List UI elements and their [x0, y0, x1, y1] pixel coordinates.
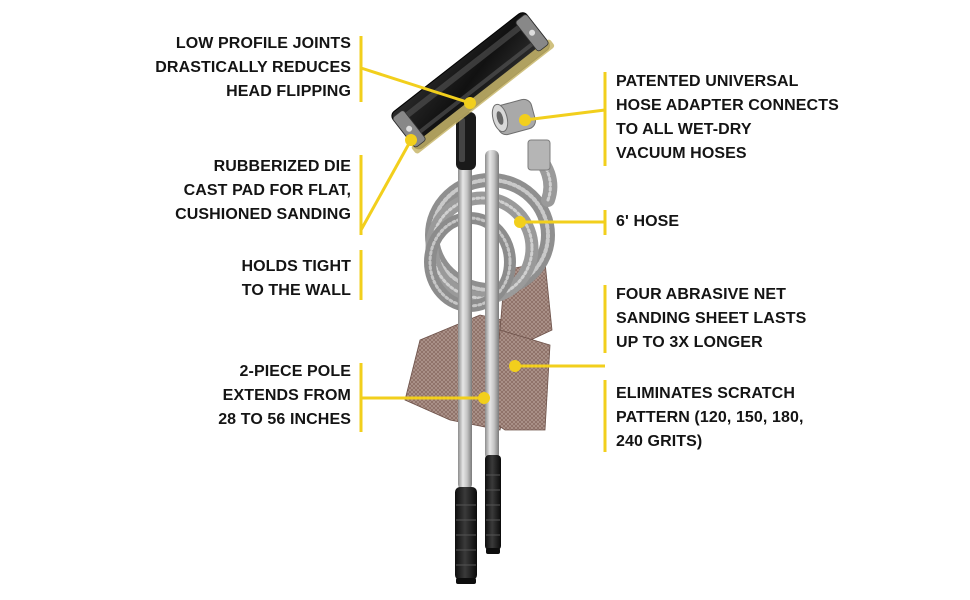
- callout-line: CAST PAD FOR FLAT,: [183, 182, 351, 199]
- callout-rubberized-pad: RUBBERIZED DIE CAST PAD FOR FLAT, CUSHIO…: [175, 155, 351, 227]
- callout-abrasive-sheet: FOUR ABRASIVE NET SANDING SHEET LASTS UP…: [616, 283, 806, 355]
- callout-low-profile-joints: LOW PROFILE JOINTS DRASTICALLY REDUCES H…: [155, 32, 351, 104]
- callout-line: HEAD FLIPPING: [226, 83, 351, 100]
- callout-line: HOSE ADAPTER CONNECTS: [616, 97, 839, 114]
- callout-two-piece-pole: 2-PIECE POLE EXTENDS FROM 28 TO 56 INCHE…: [218, 360, 351, 432]
- callout-scratch-pattern: ELIMINATES SCRATCH PATTERN (120, 150, 18…: [616, 382, 804, 454]
- pole-right: [485, 150, 501, 554]
- callout-line: PATENTED UNIVERSAL: [616, 73, 799, 90]
- callout-line: CUSHIONED SANDING: [175, 206, 351, 223]
- callout-line: HOLDS TIGHT: [241, 258, 351, 275]
- callout-line: RUBBERIZED DIE: [213, 158, 351, 175]
- callout-line: VACUUM HOSES: [616, 145, 747, 162]
- head-joint: [456, 112, 476, 170]
- callout-line: EXTENDS FROM: [222, 387, 351, 404]
- callout-line: ELIMINATES SCRATCH: [616, 385, 795, 402]
- callout-line: UP TO 3X LONGER: [616, 334, 763, 351]
- callout-holds-tight: HOLDS TIGHT TO THE WALL: [241, 255, 351, 303]
- hose-adapter: [491, 98, 536, 136]
- callout-line: 28 TO 56 INCHES: [218, 411, 351, 428]
- callout-line: 2-PIECE POLE: [239, 363, 351, 380]
- callout-leaders: [359, 36, 607, 452]
- callout-line: 6' HOSE: [616, 213, 680, 230]
- pole-left: [455, 160, 477, 584]
- callout-six-foot-hose: 6' HOSE: [616, 210, 679, 234]
- sanding-head: [391, 12, 555, 154]
- callout-line: 240 GRITS): [616, 433, 703, 450]
- callout-line: TO ALL WET-DRY: [616, 121, 752, 138]
- callout-hose-adapter: PATENTED UNIVERSAL HOSE ADAPTER CONNECTS…: [616, 70, 839, 166]
- callout-line: LOW PROFILE JOINTS: [175, 35, 351, 52]
- hose-end-cuff: [527, 139, 551, 171]
- callout-line: TO THE WALL: [241, 282, 351, 299]
- callout-line: FOUR ABRASIVE NET: [616, 286, 787, 303]
- callout-line: SANDING SHEET LASTS: [616, 310, 807, 327]
- callout-line: DRASTICALLY REDUCES: [155, 59, 351, 76]
- callout-line: PATTERN (120, 150, 180,: [616, 409, 804, 426]
